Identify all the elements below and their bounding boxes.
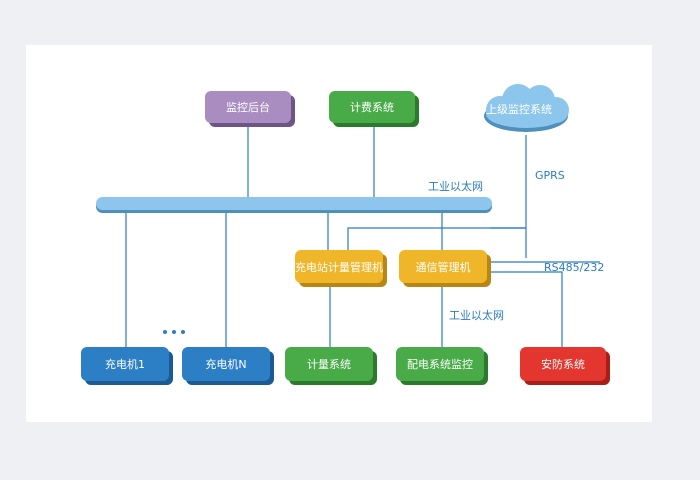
- industrial-ethernet-bus: [96, 197, 492, 210]
- charger-1-node: 充电机1: [81, 347, 169, 381]
- ellipsis-dot: [163, 330, 167, 334]
- power-monitor-node: 配电系统监控: [396, 347, 484, 381]
- billing-system-node: 计费系统: [329, 91, 415, 123]
- line-comm-security: [486, 271, 563, 348]
- comm-manager-node: 通信管理机: [399, 250, 487, 283]
- ellipsis-dot: [172, 330, 176, 334]
- rs485-label: RS485/232: [544, 261, 605, 274]
- charger-n-node: 充电机N: [182, 347, 270, 381]
- gprs-label: GPRS: [535, 169, 565, 182]
- station-meter-manager-label: 充电站计量管理机: [295, 260, 383, 274]
- ethernet-bottom-label: 工业以太网: [449, 309, 504, 322]
- security-system-node: 安防系统: [520, 347, 606, 381]
- charger-1-label: 充电机1: [105, 358, 145, 371]
- security-system-label: 安防系统: [541, 358, 585, 371]
- metering-system-node: 计量系统: [285, 347, 373, 381]
- monitor-backend-label: 监控后台: [226, 101, 270, 114]
- cloud-shape: [484, 84, 569, 132]
- superior-monitor-label: 上级监控系统: [486, 103, 552, 116]
- monitor-backend-node: 监控后台: [205, 91, 291, 123]
- power-monitor-label: 配电系统监控: [407, 358, 473, 371]
- metering-system-label: 计量系统: [307, 358, 351, 371]
- station-meter-manager-node: 充电站计量管理机: [295, 250, 383, 283]
- ellipsis-dot: [181, 330, 185, 334]
- line-station-cloud: [347, 227, 526, 250]
- billing-system-label: 计费系统: [350, 101, 394, 114]
- comm-manager-label: 通信管理机: [415, 260, 471, 274]
- charger-n-label: 充电机N: [205, 358, 247, 371]
- ethernet-top-label: 工业以太网: [428, 180, 483, 193]
